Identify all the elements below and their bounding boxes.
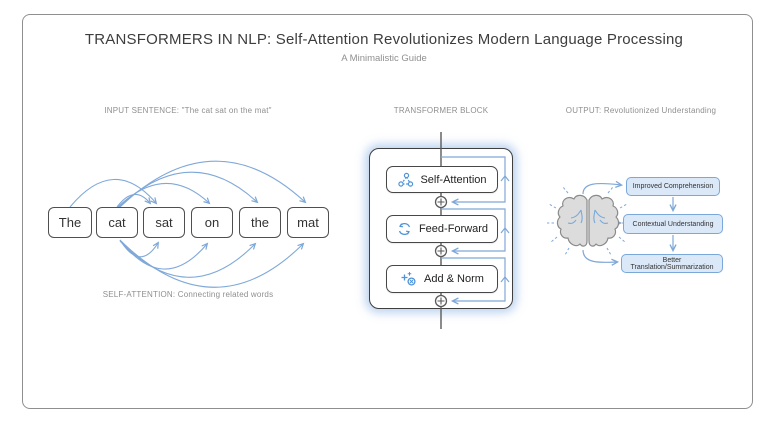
word-box: sat bbox=[143, 207, 185, 238]
word-box: on bbox=[191, 207, 233, 238]
layer-label: Feed-Forward bbox=[418, 223, 489, 235]
output-box: Better Translation/Summarization bbox=[621, 254, 723, 273]
page-subtitle: A Minimalistic Guide bbox=[341, 53, 427, 64]
word-box: the bbox=[239, 207, 281, 238]
cycle-arrows-icon bbox=[398, 222, 411, 236]
output-box: Contextual Understanding bbox=[623, 214, 723, 234]
layer-self-attention: Self-Attention bbox=[386, 166, 498, 193]
plus-circle-icon bbox=[401, 272, 416, 286]
word-box: The bbox=[48, 207, 92, 238]
self-attention-caption: SELF-ATTENTION: Connecting related words bbox=[102, 290, 274, 299]
output-box: Improved Comprehension bbox=[626, 177, 720, 196]
input-section-label: INPUT SENTENCE: "The cat sat on the mat" bbox=[104, 106, 272, 115]
graph-nodes-icon bbox=[398, 172, 414, 187]
word-box: mat bbox=[287, 207, 329, 238]
layer-label: Add & Norm bbox=[424, 273, 484, 285]
page-title: TRANSFORMERS IN NLP: Self-Attention Revo… bbox=[84, 31, 684, 48]
layer-label: Self-Attention bbox=[420, 173, 487, 186]
layer-feed-forward: Feed-Forward bbox=[386, 215, 498, 243]
output-section-label: OUTPUT: Revolutionized Understanding bbox=[565, 106, 717, 115]
transformer-section-label: TRANSFORMER BLOCK bbox=[393, 106, 489, 115]
layer-add-norm: Add & Norm bbox=[386, 265, 498, 293]
word-box: cat bbox=[96, 207, 138, 238]
